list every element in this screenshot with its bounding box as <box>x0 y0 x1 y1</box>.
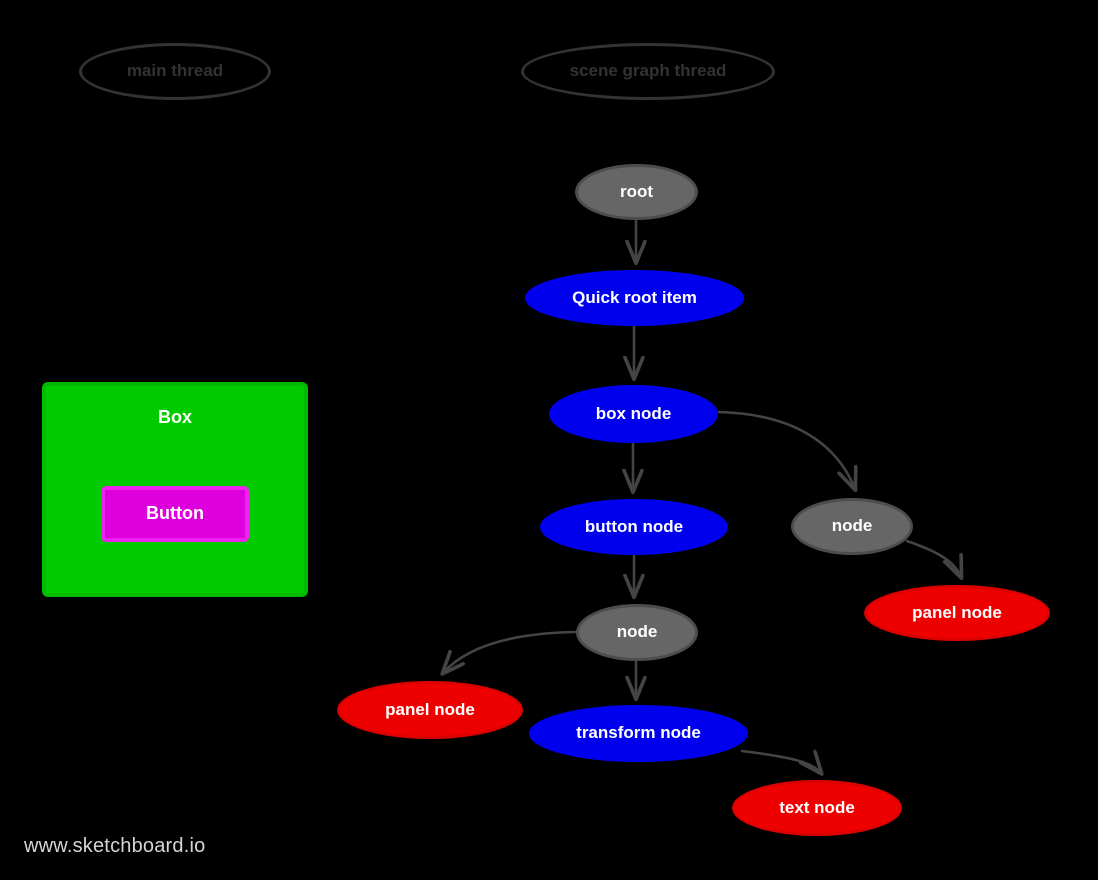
watermark-text: www.sketchboard.io <box>24 835 206 857</box>
edge-node-center-to-panel-node-left <box>443 630 577 673</box>
node-box-node[interactable]: box node <box>549 385 718 443</box>
node-label: box node <box>595 403 672 423</box>
watermark-sketchboard: www.sketchboard.io <box>24 835 205 858</box>
node-root[interactable]: root <box>575 164 698 220</box>
node-transform-node[interactable]: transform node <box>529 705 748 762</box>
lane-header-scene-graph-thread: scene graph thread <box>521 43 775 100</box>
ui-box-label: Box <box>157 407 192 427</box>
node-node-right[interactable]: node <box>791 498 913 555</box>
edge-node-right-to-panel-node-right <box>905 539 961 577</box>
node-label: text node <box>779 797 855 817</box>
ui-box-shape[interactable]: Box <box>42 382 308 597</box>
node-label: transform node <box>576 723 701 743</box>
node-label: Quick root item <box>572 287 697 307</box>
lane-header-label: scene graph thread <box>569 61 727 81</box>
lane-header-main-thread: main thread <box>79 43 271 100</box>
node-label: button node <box>584 516 684 536</box>
ui-button-shape[interactable]: Button <box>101 486 249 542</box>
node-label: panel node <box>385 699 475 719</box>
node-node-center[interactable]: node <box>576 604 698 661</box>
node-label: node <box>831 516 873 536</box>
edge-transform-node-to-text-node <box>740 751 821 773</box>
node-panel-node-left[interactable]: panel node <box>337 681 523 739</box>
node-panel-node-right[interactable]: panel node <box>864 585 1050 641</box>
node-label: panel node <box>912 602 1002 622</box>
node-label: node <box>616 622 658 642</box>
node-button-node[interactable]: button node <box>540 499 728 555</box>
node-label: root <box>619 181 654 201</box>
edge-box-node-to-node-right <box>717 410 855 489</box>
node-quick-root-item[interactable]: Quick root item <box>525 270 744 326</box>
node-text-node[interactable]: text node <box>732 780 902 836</box>
ui-button-label: Button <box>146 503 204 524</box>
lane-header-label: main thread <box>126 61 224 81</box>
